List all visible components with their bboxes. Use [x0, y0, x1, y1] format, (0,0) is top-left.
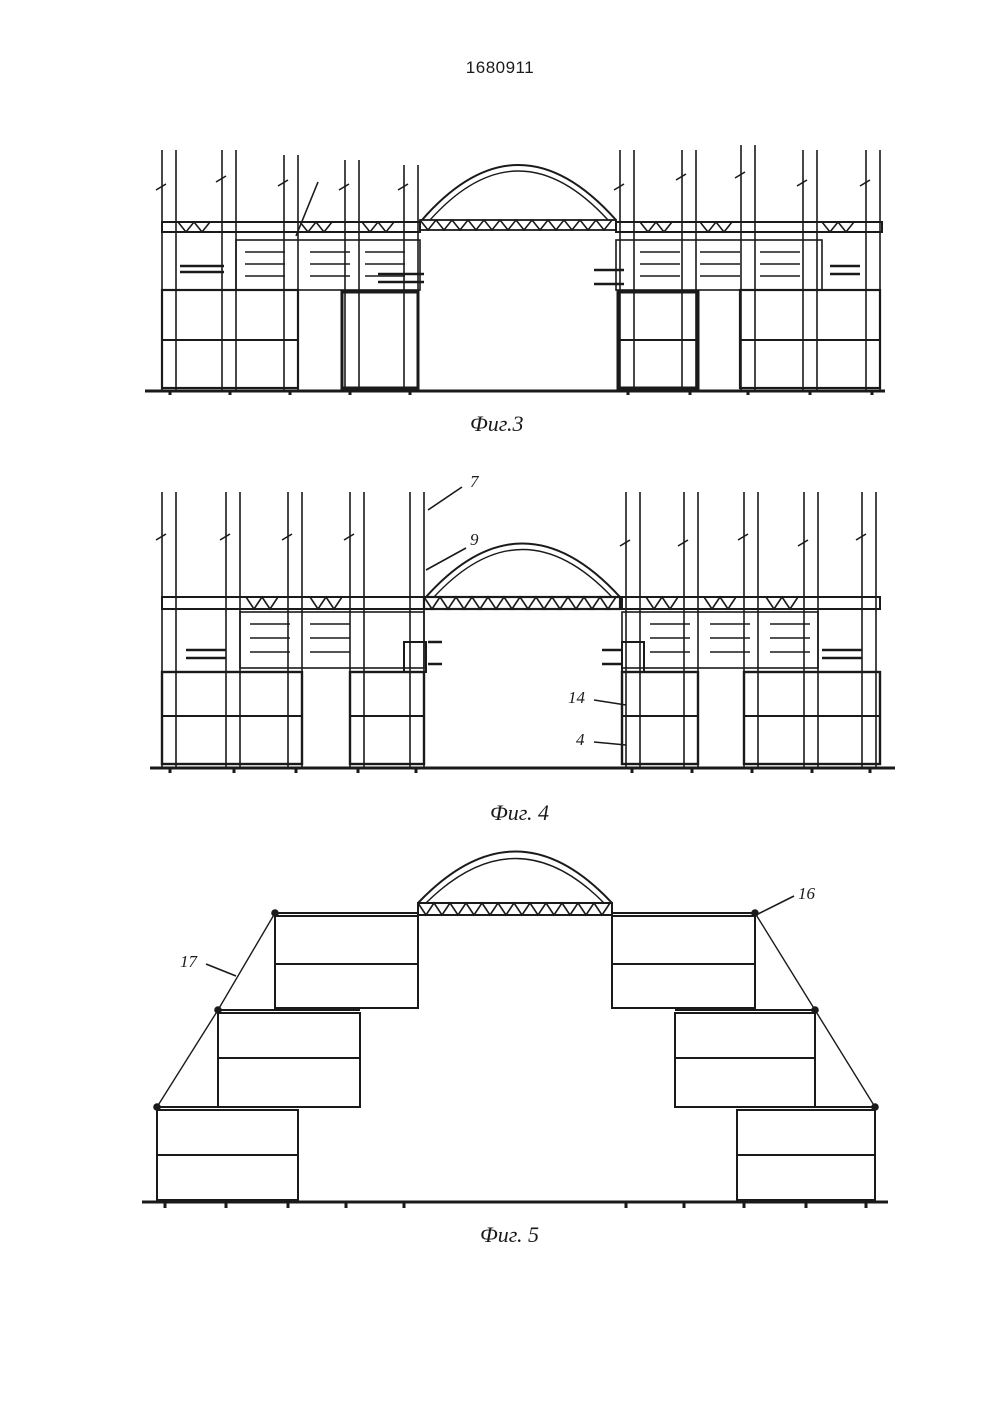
figure-5-svg	[0, 830, 1000, 1220]
callout-4: 4	[576, 730, 585, 750]
patent-number: 1680911	[0, 58, 1000, 78]
callout-9: 9	[470, 530, 479, 550]
figure-4-svg	[0, 470, 1000, 780]
callout-16: 16	[798, 884, 815, 904]
figure-3-caption: Фиг.3	[470, 411, 524, 437]
figure-3-svg	[0, 140, 1000, 400]
callout-7: 7	[470, 472, 479, 492]
callout-17: 17	[180, 952, 197, 972]
figure-4-caption: Фиг. 4	[490, 800, 549, 826]
figure-3-drawing	[0, 140, 1000, 400]
figure-5-caption: Фиг. 5	[480, 1222, 539, 1248]
figure-5-drawing	[0, 830, 1000, 1220]
figure-4-drawing	[0, 470, 1000, 780]
callout-14: 14	[568, 688, 585, 708]
